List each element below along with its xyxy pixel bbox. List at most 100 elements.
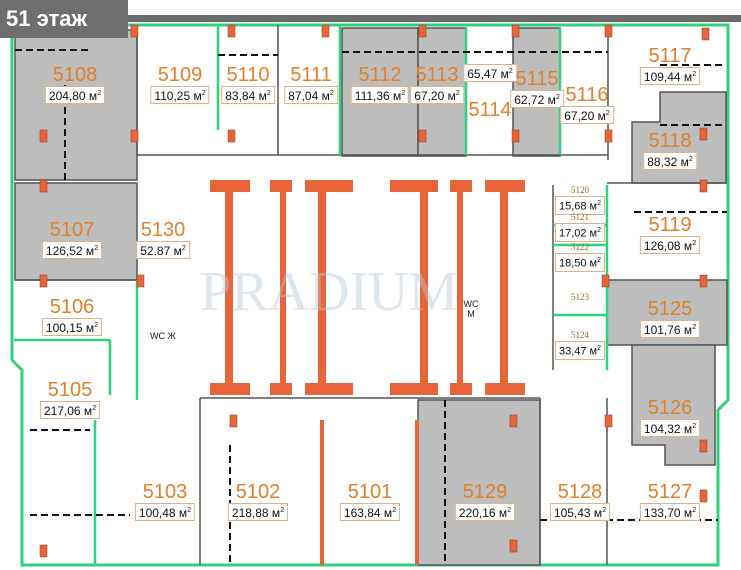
room-area: 18,50 м2 [554,253,606,272]
area-value: 17,02 [558,227,587,240]
room-number: 5101 [347,481,393,503]
area-value: 65,47 [467,67,498,81]
room-area: 100,48 м2 [134,503,196,521]
room-area: 67,20 м2 [560,106,614,124]
room-number: 5130 [140,219,186,241]
room-area: 204,80 м2 [44,86,106,104]
area-value: 88,32 [647,155,678,169]
room-area: 133,70 м2 [639,503,701,521]
room-number: 5108 [52,64,98,86]
area-value: 52.87 [140,244,171,258]
area-value: 220,16 [458,506,496,520]
area-unit: м [586,345,598,358]
room-number: 5111 [290,64,332,86]
room-5123[interactable]: 5123 [571,292,589,303]
area-unit: м [318,89,330,103]
room-number: 5113 [415,64,459,86]
area-unit: м [85,89,98,103]
wc-women-label: WC Ж [150,331,176,341]
area-unit: м [497,67,509,81]
area-value: 163,84 [343,506,381,520]
floor-title: 51 этаж [0,0,128,38]
area-value: 62,72 [514,93,545,107]
room-area: 163,84 м2 [339,503,401,521]
room-area: 110,25 м2 [150,86,210,104]
room-area: 17,02 м2 [554,223,606,242]
area-unit: м [680,506,693,520]
room-number: 5110 [226,64,270,86]
room-area: 109,44 м2 [639,67,701,85]
area-unit: м [544,93,556,107]
room-number: 5128 [557,481,603,503]
room-area: 104,32 м2 [639,419,701,437]
room-number: 5107 [49,219,95,241]
area-value: 133,70 [643,506,681,520]
room-number: 5124 [571,330,589,340]
area-value: 217,06 [43,404,81,418]
area-unit: м [594,109,606,123]
area-unit: м [677,155,689,169]
room-area: 111,36 м2 [350,86,410,104]
area-value: 101,76 [643,323,681,337]
area-value: 15,68 [558,200,587,213]
area-unit: м [268,506,281,520]
room-area: 88,32 м2 [643,152,697,170]
area-value: 204,80 [48,89,86,103]
room-number: 5122 [571,242,589,252]
area-value: 104,32 [643,422,681,436]
room-number: 5129 [462,481,508,503]
room-area: 15,68 м2 [554,196,606,215]
area-unit: м [680,323,693,337]
area-value: 18,50 [558,257,587,270]
room-area: 87,04 м2 [284,86,338,104]
room-number: 5121 [571,212,589,222]
room-number: 5118 [648,130,692,152]
area-value: 111,36 [354,89,390,103]
room-number: 5106 [49,296,95,318]
room-area: 220,16 м2 [454,503,516,521]
area-unit: м [586,200,598,213]
room-area: 126,52 м2 [41,241,103,259]
area-unit: м [175,506,188,520]
area-unit: м [444,89,456,103]
area-unit: м [680,70,693,84]
room-number: 5123 [571,292,589,302]
room-number: 5126 [647,397,693,419]
room-area: 101,76 м2 [639,320,701,338]
area-unit: м [680,239,693,253]
area-unit: м [82,321,95,335]
room-area: 67,20 м2 [410,86,464,104]
room-area: 100,15 м2 [41,318,103,336]
room-number: 5103 [142,481,188,503]
area-value: 87,04 [288,89,319,103]
